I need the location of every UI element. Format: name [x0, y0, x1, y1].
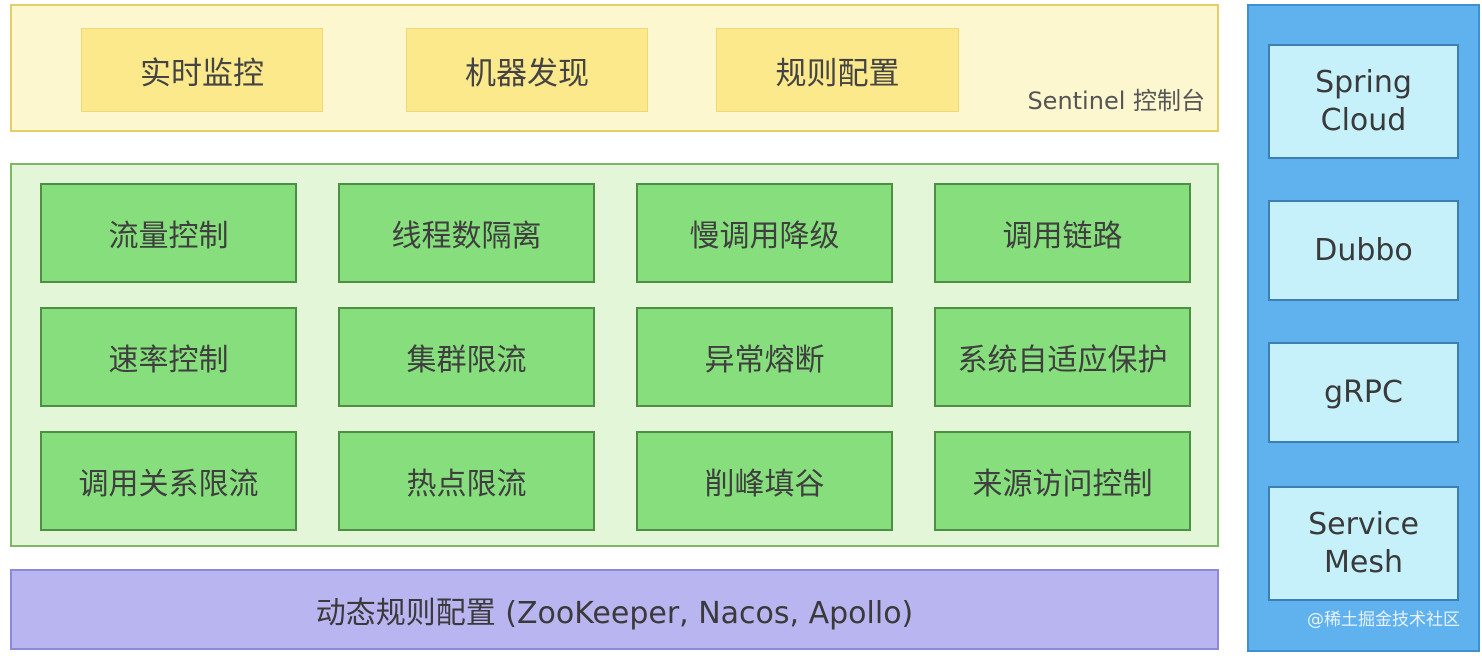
feature-label: 调用链路 — [1002, 219, 1123, 254]
console-item-label: 规则配置 — [775, 55, 900, 92]
framework-spring-cloud: Spring Cloud — [1268, 44, 1459, 159]
console-item-rule-config: 规则配置 — [716, 28, 959, 112]
console-label: Sentinel 控制台 — [1027, 87, 1205, 115]
features-panel: 流量控制 线程数隔离 慢调用降级 调用链路 速率控制 集群限流 异常熔断 系统自… — [10, 163, 1219, 547]
feature-flow-control: 流量控制 — [40, 183, 297, 283]
watermark: @稀土掘金技术社区 — [1307, 610, 1460, 630]
console-item-machine-discovery: 机器发现 — [406, 28, 648, 112]
sentinel-console-panel: 实时监控 机器发现 规则配置 Sentinel 控制台 — [10, 4, 1219, 132]
dynamic-rules-label: 动态规则配置 (ZooKeeper, Nacos, Apollo) — [315, 595, 914, 631]
feature-label: 来源访问控制 — [972, 467, 1153, 502]
console-item-label: 实时监控 — [140, 55, 264, 92]
feature-label: 系统自适应保护 — [957, 343, 1168, 378]
feature-cluster-limit: 集群限流 — [338, 307, 595, 407]
framework-label: Spring Cloud — [1315, 64, 1412, 138]
feature-hotspot-limit: 热点限流 — [338, 431, 595, 531]
feature-call-chain: 调用链路 — [934, 183, 1191, 283]
framework-dubbo: Dubbo — [1268, 200, 1459, 301]
feature-label: 集群限流 — [406, 343, 527, 378]
feature-label: 热点限流 — [406, 467, 527, 502]
dynamic-rules-bar: 动态规则配置 (ZooKeeper, Nacos, Apollo) — [10, 569, 1219, 650]
feature-label: 异常熔断 — [704, 343, 825, 378]
feature-peak-shaving: 削峰填谷 — [636, 431, 893, 531]
framework-service-mesh: Service Mesh — [1268, 486, 1459, 601]
feature-exception-circuit-break: 异常熔断 — [636, 307, 893, 407]
feature-label: 线程数隔离 — [391, 219, 542, 254]
feature-rate-control: 速率控制 — [40, 307, 297, 407]
feature-origin-access-control: 来源访问控制 — [934, 431, 1191, 531]
console-item-label: 机器发现 — [465, 55, 589, 92]
feature-label: 调用关系限流 — [78, 467, 259, 502]
frameworks-panel: Spring Cloud Dubbo gRPC Service Mesh @稀土… — [1247, 4, 1480, 652]
feature-slow-call-degrade: 慢调用降级 — [636, 183, 893, 283]
framework-label: Dubbo — [1314, 232, 1413, 268]
feature-relation-limit: 调用关系限流 — [40, 431, 297, 531]
feature-label: 速率控制 — [108, 343, 229, 378]
framework-label: Service Mesh — [1308, 506, 1419, 580]
console-item-realtime-monitoring: 实时监控 — [81, 28, 323, 112]
feature-system-adaptive-protection: 系统自适应保护 — [934, 307, 1191, 407]
framework-grpc: gRPC — [1268, 342, 1459, 443]
feature-label: 削峰填谷 — [704, 467, 825, 502]
feature-label: 慢调用降级 — [689, 219, 840, 254]
framework-label: gRPC — [1324, 374, 1403, 410]
feature-label: 流量控制 — [108, 219, 229, 254]
feature-thread-isolation: 线程数隔离 — [338, 183, 595, 283]
